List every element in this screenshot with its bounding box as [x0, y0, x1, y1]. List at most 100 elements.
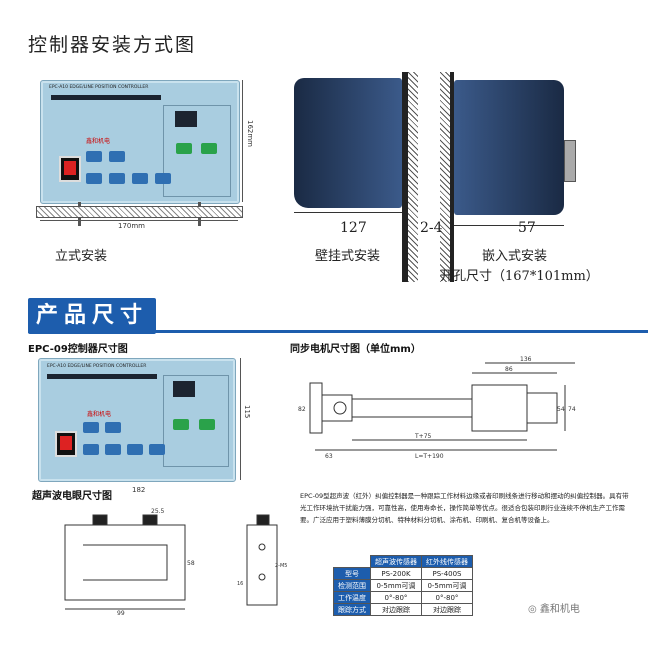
mount-plate: [36, 206, 243, 218]
button-left[interactable]: [83, 422, 99, 433]
dim-115: 115: [243, 405, 251, 419]
button-d[interactable]: [155, 173, 171, 184]
watermark-text: 鑫和机电: [539, 604, 580, 615]
motor-drawing: 136 86 74 54 T+75 L=T+190 63 82: [298, 356, 576, 460]
product-size-badge: 产品尺寸: [28, 298, 156, 334]
lcd-strip: [51, 95, 161, 100]
dim-162: 162mm: [246, 120, 254, 147]
sensor-drawing-side: 2-M5 16: [237, 514, 287, 606]
vertical-install-figure: EPC-A10 EDGE/LINE POSITION CONTROLLER 鑫和…: [28, 70, 258, 240]
terminal-block: [564, 140, 576, 182]
button-c[interactable]: [132, 173, 148, 184]
motor-dim-63: 63: [325, 453, 333, 460]
table-cell: 检测范围: [333, 579, 371, 592]
button-b[interactable]: [109, 173, 125, 184]
controller-embedded-body: [454, 80, 564, 215]
table-header-cell: [334, 556, 371, 568]
vertical-install-caption: 立式安装: [55, 249, 108, 264]
table-cell: PS-400S: [421, 567, 473, 580]
page-title: 控制器安装方式图: [28, 34, 197, 56]
table-cell: 0-5mm可调: [421, 579, 473, 592]
table-cell: 对边跟踪: [421, 603, 473, 616]
wall-install-figure: [292, 70, 422, 282]
button-d[interactable]: [149, 444, 165, 455]
dim-182: 182: [132, 486, 146, 494]
table-header-cell: 红外线传感器: [421, 555, 473, 568]
dim-2-4: 2-4: [420, 220, 443, 236]
sensor-dim-16: 16: [237, 581, 243, 587]
dim-170: 170mm: [118, 222, 145, 230]
embed-install-caption: 嵌入式安装: [482, 249, 548, 264]
sensor-dim-58: 58: [187, 560, 195, 567]
embed-install-figure: [440, 70, 590, 282]
power-switch[interactable]: [59, 156, 81, 182]
sensor-drawing-front: 25.5 99 58: [64, 508, 195, 615]
table-cell: 跟踪方式: [333, 603, 371, 616]
motor-dim-74: 74: [568, 406, 576, 413]
wall-install-caption: 壁挂式安装: [315, 249, 381, 264]
minus-button[interactable]: [199, 419, 215, 430]
sensor-title: 超声波电眼尺寸图: [32, 491, 112, 502]
cutout-size-caption: 开孔尺寸（167*101mm）: [440, 269, 599, 284]
wall-bracket: [402, 72, 408, 282]
button-right[interactable]: [105, 422, 121, 433]
dim-line-57: [454, 225, 564, 226]
dim-line-170: [40, 220, 238, 221]
minus-button[interactable]: [176, 143, 192, 154]
spec-table: 超声波传感器 红外线传感器 型号 PS-200K PS-400S 检测范围 0-…: [333, 555, 473, 616]
motor-dim-136: 136: [520, 356, 532, 363]
table-row: 检测范围 0-5mm可调 0-5mm可调: [333, 579, 473, 592]
motor-dim-54: 54: [557, 406, 565, 413]
display-window: [163, 375, 229, 467]
dim-127: 127: [340, 220, 367, 236]
sensor-dim-2m5: 2-M5: [275, 563, 287, 569]
button-a[interactable]: [86, 173, 102, 184]
table-cell: 对边跟踪: [370, 603, 422, 616]
table-cell: 工作温度: [333, 591, 371, 604]
table-header-row: 超声波传感器 红外线传感器: [334, 555, 473, 568]
sensor-dim-25: 25.5: [151, 508, 165, 515]
dim-line-162: [242, 80, 243, 202]
model-text: EPC-A10 EDGE/LINE POSITION CONTROLLER: [49, 85, 149, 90]
table-header-cell: 超声波传感器: [370, 555, 422, 568]
table-cell: 型号: [333, 567, 371, 580]
motor-dim-t75: T+75: [414, 433, 432, 440]
dim-line-127: [294, 212, 402, 213]
lcd-strip: [47, 374, 157, 379]
motor-dim-82: 82: [298, 406, 306, 413]
button-right[interactable]: [109, 151, 125, 162]
model-text: EPC-A10 EDGE/LINE POSITION CONTROLLER: [47, 364, 147, 369]
table-cell: 0-5mm可调: [370, 579, 422, 592]
product-description: EPC-09型超声波（红外）纠偏控制器是一种跟踪工作材料边缘或者印刷线条进行移动…: [300, 492, 629, 524]
motor-dim-lt190: L=T+190: [415, 453, 444, 460]
power-switch[interactable]: [55, 431, 77, 457]
table-row: 工作温度 0°-80° 0°-80°: [333, 591, 473, 604]
button-a[interactable]: [83, 444, 99, 455]
display-window: [163, 105, 231, 197]
dim-line-115: [240, 358, 241, 480]
table-cell: PS-200K: [370, 567, 422, 580]
sensor-dim-99: 99: [117, 610, 125, 615]
motor-title: 同步电机尺寸图（单位mm）: [290, 344, 421, 355]
digital-display: [175, 111, 197, 127]
button-b[interactable]: [105, 444, 121, 455]
table-cell: 0°-80°: [370, 591, 422, 604]
button-left[interactable]: [86, 151, 102, 162]
motor-dim-86: 86: [505, 366, 513, 373]
digital-display: [173, 381, 195, 397]
controller-side-body: [294, 78, 402, 208]
epc-controller-front: EPC-A10 EDGE/LINE POSITION CONTROLLER 鑫和…: [38, 358, 236, 482]
plus-button[interactable]: [201, 143, 217, 154]
button-c[interactable]: [127, 444, 143, 455]
watermark: ◎ 鑫和机电: [528, 600, 580, 615]
controller-panel: EPC-A10 EDGE/LINE POSITION CONTROLLER 鑫和…: [40, 80, 240, 204]
brand-label: 鑫和机电: [86, 138, 111, 145]
table-row: 型号 PS-200K PS-400S: [333, 567, 473, 580]
table-cell: 0°-80°: [421, 591, 473, 604]
table-row: 跟踪方式 对边跟踪 对边跟踪: [333, 603, 473, 616]
panel-face: [450, 72, 454, 282]
plus-button[interactable]: [173, 419, 189, 430]
epc-controller-title: EPC-09控制器尺寸图: [28, 344, 128, 355]
brand-label: 鑫和机电: [87, 411, 112, 418]
section-divider: [28, 330, 648, 333]
